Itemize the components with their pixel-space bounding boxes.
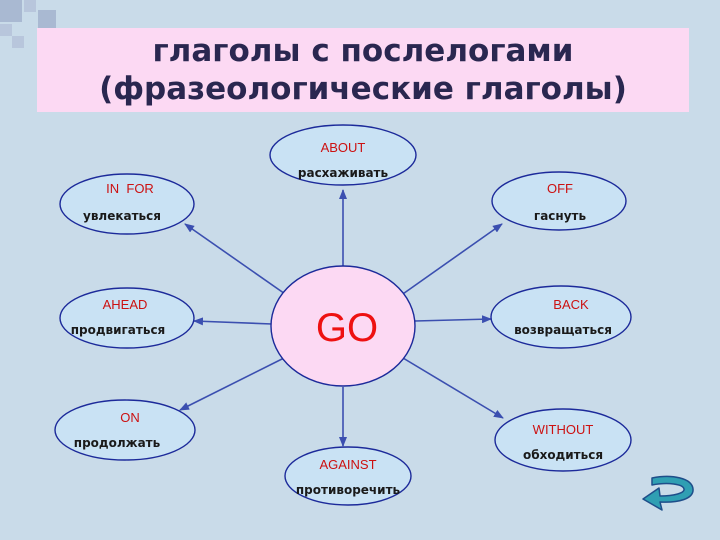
node-on-translation: продолжать	[74, 436, 161, 450]
title-line-1: глаголы с послелогами	[152, 33, 574, 69]
node-back: BACK возвращаться	[490, 285, 632, 349]
arrow-to-ahead	[193, 317, 273, 326]
node-about: ABOUT расхаживать	[269, 124, 417, 186]
arrow-to-back	[414, 315, 492, 324]
node-about-word: ABOUT	[321, 140, 366, 155]
arrow-to-without	[397, 354, 504, 419]
corner-square-2	[24, 0, 36, 12]
node-in-for-word: IN FOR	[106, 181, 154, 196]
node-against-word: AGAINST	[319, 457, 376, 472]
node-off-translation: гаснуть	[534, 209, 587, 223]
node-ahead-translation: продвигаться	[71, 323, 166, 337]
node-ahead-word: AHEAD	[103, 297, 148, 312]
node-without: WITHOUT обходиться	[494, 408, 632, 472]
return-arrow-icon[interactable]	[638, 472, 700, 516]
corner-square-1	[0, 0, 22, 22]
node-about-translation: расхаживать	[298, 166, 389, 180]
node-off: OFF гаснуть	[491, 171, 627, 231]
node-in-for: IN FOR увлекаться	[59, 173, 195, 235]
arrow-to-off	[399, 223, 503, 297]
title-box: глаголы с послелогами (фразеологические …	[37, 28, 689, 112]
node-on: ON продолжать	[54, 399, 196, 461]
arrow-to-in-for	[184, 223, 289, 297]
node-off-word: OFF	[547, 181, 573, 196]
node-in-for-translation: увлекаться	[83, 209, 161, 223]
center-word: GO	[316, 306, 378, 350]
node-against-translation: противоречить	[296, 483, 401, 497]
corner-square-4	[38, 10, 56, 28]
node-on-word: ON	[120, 410, 140, 425]
arrow-to-on	[179, 354, 291, 411]
title-line-2: (фразеологические глаголы)	[99, 71, 627, 107]
corner-square-5	[12, 36, 24, 48]
node-ahead: AHEAD продвигаться	[59, 287, 195, 349]
corner-square-3	[0, 24, 12, 36]
node-against: AGAINST противоречить	[284, 446, 412, 506]
node-back-translation: возвращаться	[514, 323, 612, 337]
node-back-word: BACK	[553, 297, 589, 312]
center-node: GO	[270, 265, 416, 387]
node-without-word: WITHOUT	[533, 422, 594, 437]
node-without-translation: обходиться	[523, 448, 603, 462]
